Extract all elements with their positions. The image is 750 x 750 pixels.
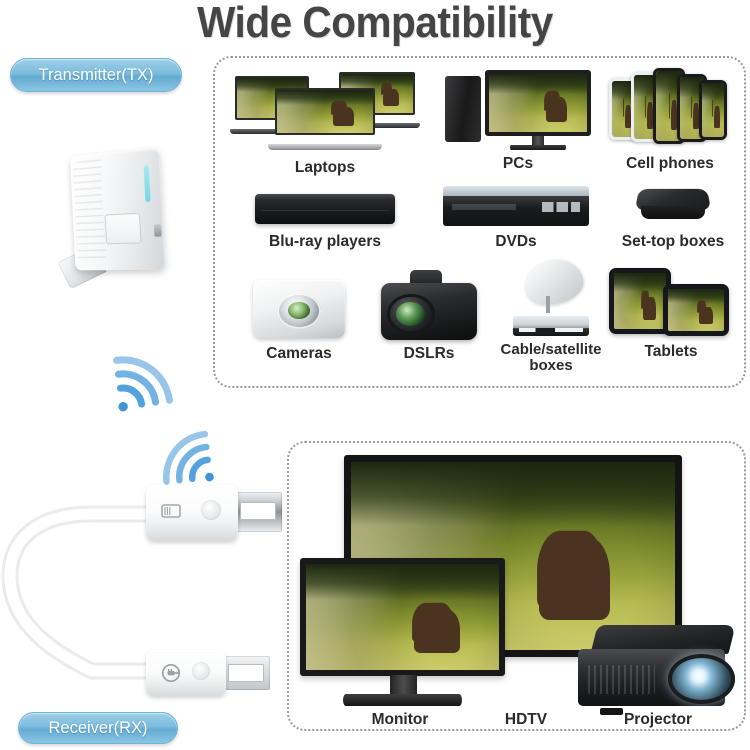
device-label: Cameras (266, 345, 332, 362)
transmitter-led-indicator (143, 165, 151, 203)
source-device-bluray-players: Blu-ray players (233, 186, 417, 250)
device-label: Monitor (371, 711, 429, 728)
source-device-cameras: Cameras (229, 270, 369, 362)
bluray-player-icon (255, 194, 395, 224)
smartphone-icon (699, 80, 727, 140)
transmitter-side-button (153, 224, 162, 237)
source-device-cell-phones: Cell phones (607, 68, 733, 172)
hdmi-usb-receiver-cable (0, 470, 296, 710)
transmitter-body (69, 147, 166, 271)
source-device-pcs: PCs (439, 68, 597, 172)
dvd-player-icon (443, 186, 589, 226)
device-label: PCs (502, 155, 534, 172)
device-label: Blu-ray players (269, 233, 381, 250)
device-label: Set-top boxes (621, 233, 725, 250)
transmitter-badge-label: Transmitter(TX) (38, 65, 154, 84)
receiver-cable-wire (1, 505, 165, 680)
device-label: Cell phones (626, 155, 714, 172)
device-label: HDTV (504, 711, 548, 728)
satellite-dish-icon (511, 253, 591, 336)
receiver-usb-plug (222, 656, 270, 690)
hdmi-transmitter-dongle (57, 147, 166, 290)
source-device-set-top-boxes: Set-top boxes (611, 182, 735, 250)
transmitter-ridges (72, 159, 107, 263)
receiver-usb-connector-housing (146, 650, 226, 696)
receiver-badge-label: Receiver(RX) (48, 718, 148, 737)
transmitter-badge: Transmitter(TX) (10, 58, 182, 92)
source-device-dslrs: DSLRs (363, 264, 495, 362)
compact-camera-icon (253, 280, 345, 338)
receiver-hdmi-plug (234, 492, 282, 532)
tablet-icon (609, 268, 671, 334)
device-label: DVDs (495, 233, 537, 250)
receiver-usb-dimple (192, 662, 210, 680)
device-label: Laptops (294, 159, 356, 176)
source-device-dvds: DVDs (421, 182, 611, 250)
computer-monitor-icon (485, 70, 591, 150)
source-devices-panel: Laptops PCs Cell phones Blu-ray players (213, 56, 746, 388)
transmitter-logo (104, 212, 142, 245)
device-label: Cable/satellite boxes (500, 341, 602, 375)
hdmi-port-icon (158, 498, 184, 524)
tablet-icon (663, 284, 729, 336)
wifi-signal-icon (103, 331, 191, 419)
receiver-hdmi-dimple (201, 500, 221, 520)
device-label: Projector (623, 711, 693, 728)
source-device-cable-satellite-boxes: Cable/satellite boxes (483, 253, 619, 374)
projector-icon (578, 625, 738, 716)
power-plug-icon (158, 660, 184, 686)
device-label: Tablets (644, 343, 698, 360)
dslr-camera-icon (381, 270, 477, 340)
receiver-badge: Receiver(RX) (18, 712, 178, 744)
source-device-laptops: Laptops (229, 72, 421, 176)
source-device-tablets: Tablets (607, 264, 735, 362)
device-label: DSLRs (403, 345, 455, 362)
laptop-icon (268, 88, 382, 150)
computer-monitor-icon (300, 558, 505, 706)
desktop-pc-icon (445, 76, 481, 142)
set-top-box-icon (634, 186, 712, 228)
page-title: Wide Compatibility (197, 0, 553, 47)
wifi-signal-icon (141, 414, 220, 493)
